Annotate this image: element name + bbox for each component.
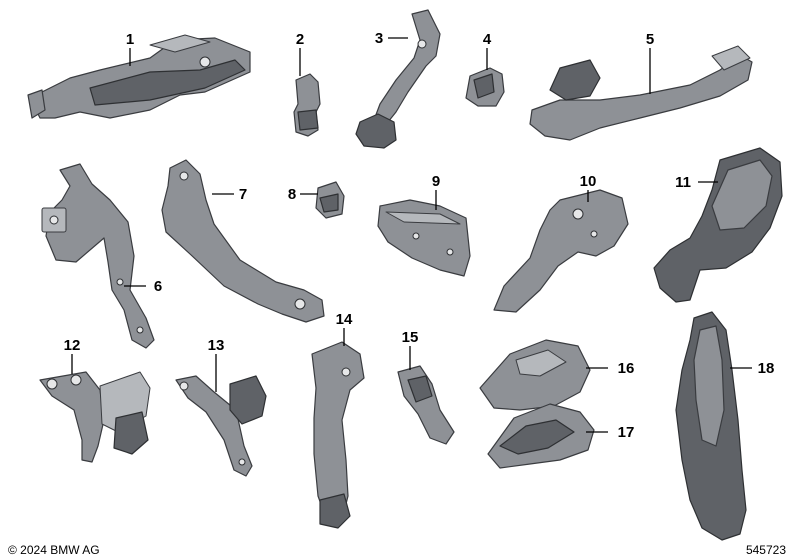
callout-17: 17 <box>618 424 635 441</box>
callout-18: 18 <box>758 360 775 377</box>
part-4[interactable] <box>465 67 505 107</box>
callout-9: 9 <box>432 173 440 190</box>
part-9[interactable] <box>377 199 471 277</box>
part-13[interactable] <box>175 375 267 477</box>
part-1[interactable] <box>27 34 251 119</box>
copyright-text: © 2024 BMW AG <box>8 543 100 557</box>
part-6[interactable] <box>41 163 155 349</box>
part-11[interactable] <box>653 147 783 303</box>
callout-10: 10 <box>580 173 597 190</box>
part-18[interactable] <box>675 311 747 541</box>
callout-2: 2 <box>296 31 304 48</box>
part-17[interactable] <box>487 403 595 469</box>
callout-4: 4 <box>483 31 492 48</box>
callout-1: 1 <box>126 31 134 48</box>
callout-14: 14 <box>336 311 353 328</box>
part-15[interactable] <box>397 365 455 445</box>
callout-8: 8 <box>288 186 296 203</box>
part-5[interactable] <box>529 45 753 141</box>
leader-lines <box>71 37 752 433</box>
callout-12: 12 <box>64 337 81 354</box>
callout-6: 6 <box>154 278 162 295</box>
part-8[interactable] <box>315 181 345 219</box>
part-16[interactable] <box>479 339 591 411</box>
part-2[interactable] <box>293 73 321 137</box>
callout-labels: 1 2 3 4 5 6 7 8 9 10 11 12 13 14 15 16 1… <box>64 30 775 441</box>
callout-5: 5 <box>646 31 654 48</box>
callout-11: 11 <box>675 174 691 191</box>
part-14[interactable] <box>311 341 365 529</box>
diagram-number: 545723 <box>746 543 786 557</box>
callout-13: 13 <box>208 337 225 354</box>
part-3[interactable] <box>355 9 441 149</box>
part-10[interactable] <box>493 189 629 313</box>
callout-7: 7 <box>239 186 247 203</box>
callout-3: 3 <box>375 30 383 47</box>
part-12[interactable] <box>39 371 151 463</box>
part-7[interactable] <box>161 159 325 323</box>
callout-16: 16 <box>618 360 635 377</box>
callout-15: 15 <box>402 329 419 346</box>
